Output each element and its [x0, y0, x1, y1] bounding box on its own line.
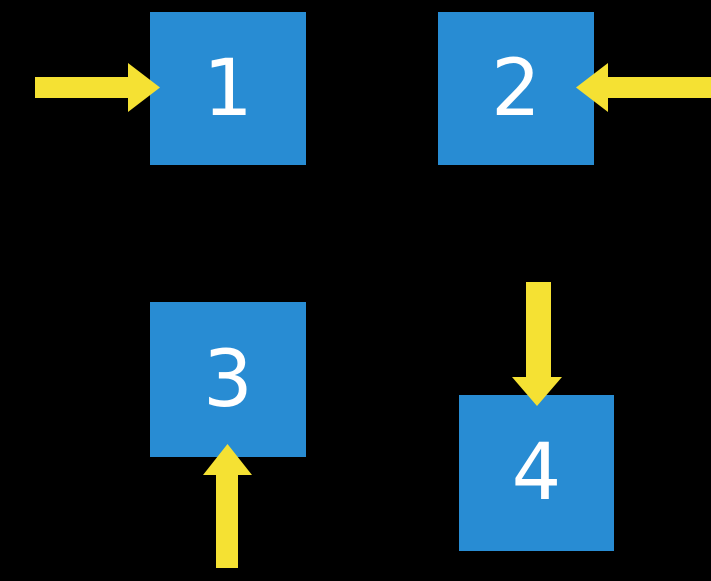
arrow-left-icon [576, 63, 711, 112]
box-3: 3 [150, 302, 306, 457]
arrow-up-icon [203, 444, 252, 568]
box-2-label: 2 [491, 43, 541, 134]
box-1: 1 [150, 12, 306, 165]
box-4-label: 4 [511, 428, 562, 518]
arrow-down-shape [512, 282, 562, 406]
arrow-right-icon [35, 63, 160, 112]
arrow-right-shape [35, 63, 160, 112]
arrow-down-icon [512, 282, 562, 406]
box-3-label: 3 [203, 334, 253, 425]
arrow-left-shape [576, 63, 711, 112]
box-1-label: 1 [203, 43, 253, 134]
arrow-up-shape [203, 444, 252, 568]
box-4: 4 [459, 395, 614, 551]
box-2: 2 [438, 12, 594, 165]
